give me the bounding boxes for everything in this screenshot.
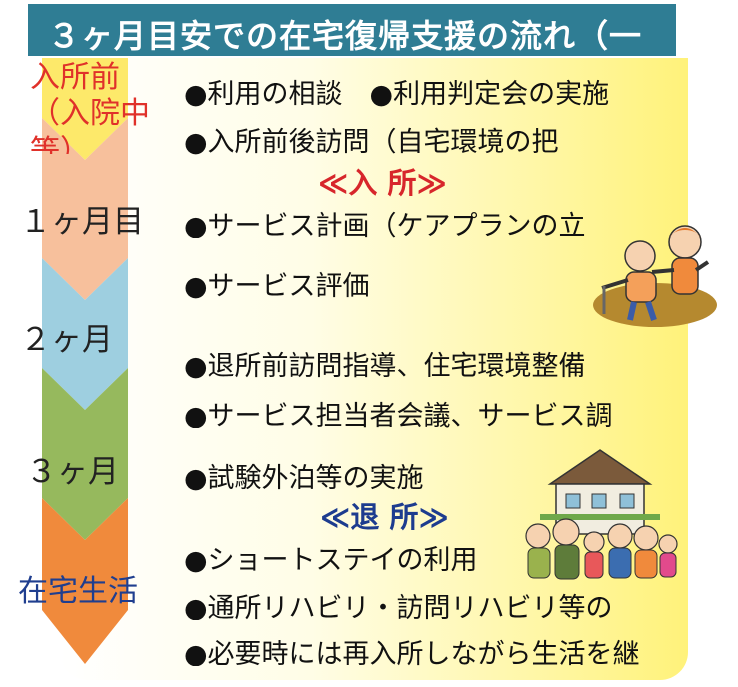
item-service-eval: ●サービス評価 <box>184 271 370 302</box>
stage-month2: ２ヶ月 <box>20 322 113 358</box>
item-meeting: ●サービス担当者会議、サービス調 <box>184 401 613 428</box>
stage-month3: ３ヶ月 <box>26 454 119 490</box>
stage-home-life: 在宅生活 <box>18 574 138 609</box>
item-consult: ●利用の相談 ●利用判定会の実施 <box>184 79 610 110</box>
stage-month1: １ヶ月目 <box>20 204 144 240</box>
milestone-discharge: ≪退 所≫ <box>320 500 449 534</box>
item-trial-stay: ●試験外泊等の実施 <box>184 463 424 494</box>
item-readmission: ●必要時には再入所しながら生活を継 <box>184 639 640 666</box>
item-short-stay: ●ショートステイの利用 <box>184 545 478 576</box>
stage-pre-admission-line3: 等） <box>30 134 90 154</box>
item-pre-discharge: ●退所前訪問指導、住宅環境整備 <box>184 351 586 382</box>
stage-pre-admission: 入所前 （入院中 等） <box>30 60 170 154</box>
item-service-plan: ●サービス計画（ケアプランの立 <box>184 211 586 238</box>
family-house-illustration <box>525 449 678 580</box>
milestone-admission: ≪入 所≫ <box>318 166 447 200</box>
item-pre-visit: ●入所前後訪問（自宅環境の把 <box>184 127 559 158</box>
content-panel <box>60 58 688 680</box>
stage-pre-admission-line1: 入所前 <box>30 60 120 95</box>
title-banner: ３ヶ月目安での在宅復帰支援の流れ（一 <box>28 4 676 56</box>
walking-assist-illustration <box>593 225 717 327</box>
page-title: ３ヶ月目安での在宅復帰支援の流れ（一 <box>48 17 643 55</box>
item-rehab: ●通所リハビリ・訪問リハビリ等の <box>184 593 613 620</box>
stage-pre-admission-line2: （入院中 <box>30 96 150 131</box>
